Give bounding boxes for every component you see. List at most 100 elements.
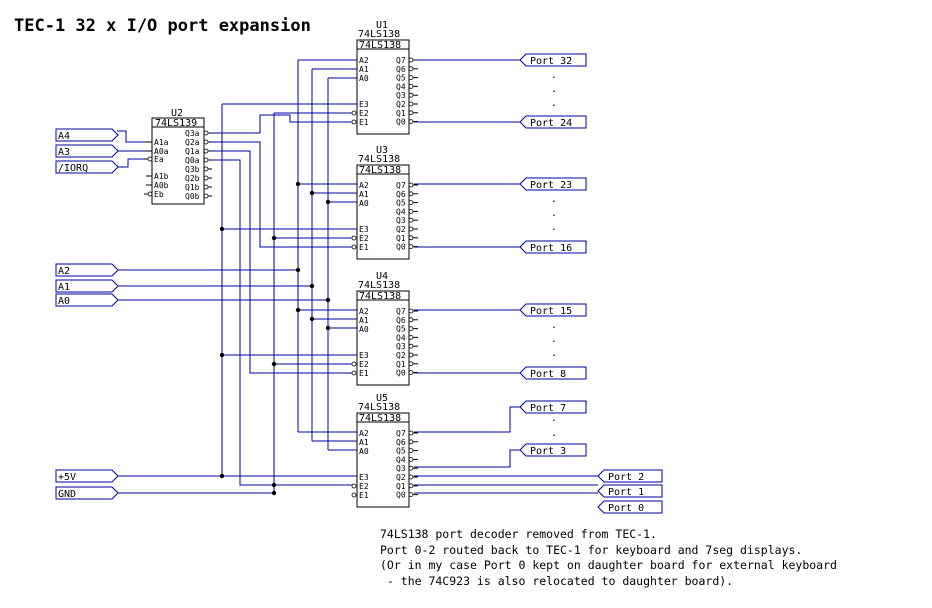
net-tag: [55, 263, 119, 277]
pin-bubble: [408, 119, 414, 124]
chip-ref: U1: [376, 20, 388, 31]
u2-chip: U2 74LS139 A1aA0aEaA1bA0bEbQ3aQ2aQ1aQ0aQ…: [144, 108, 212, 205]
pin-bubble: [408, 430, 414, 436]
ellipsis-dot: .: [551, 70, 557, 81]
port-tag: Port 24: [519, 115, 587, 129]
input-5v: +5V: [55, 469, 119, 483]
u2-out-bubble: [203, 130, 209, 136]
port-name: Port 8: [530, 369, 566, 380]
net-tag: [55, 486, 119, 500]
port-tag-shape: [519, 115, 587, 129]
port-name: Port 7: [530, 403, 566, 414]
pin-q2: Q2: [396, 473, 406, 482]
net-tag: [55, 293, 119, 307]
notes-block: 74LS138 port decoder removed from TEC-1.…: [380, 527, 837, 588]
chip-part: 74LS138: [359, 413, 401, 424]
u2-pin-q1a: Q1a: [185, 147, 200, 156]
note-line-4: - the 74C923 is also relocated to daught…: [380, 574, 733, 588]
pin-a1: A1: [359, 438, 369, 447]
pin-e3: E3: [359, 225, 369, 234]
port-tag: Port 15: [519, 303, 587, 317]
ellipsis-dot: .: [551, 194, 557, 205]
u2-pin-q1b: Q1b: [185, 183, 200, 192]
pin-bubble: [351, 244, 357, 250]
input-gnd: GND: [55, 486, 119, 500]
pin-bubble: [408, 465, 414, 471]
ellipsis-dot: .: [551, 222, 557, 233]
note-line-3: (Or in my case Port 0 kept on daughter b…: [380, 558, 837, 572]
pin-q2: Q2: [396, 225, 406, 234]
chip-part-label: 74LS138: [358, 402, 400, 413]
port-tag: Port 32: [519, 53, 587, 67]
pin-e2: E2: [359, 482, 369, 491]
port-tag-shape: [519, 400, 587, 414]
pin-bubble: [351, 370, 357, 376]
ellipsis-dot: .: [551, 320, 557, 331]
port-labels: Port 32 Port 24... Port 23 Port 16... Port 1…: [519, 53, 663, 514]
pin-q6: Q6: [396, 438, 406, 447]
pin-bubble: [408, 226, 414, 232]
pin-bubble: [408, 235, 414, 241]
port-tag: Port 2: [597, 469, 663, 483]
port-tag: Port 23: [519, 177, 587, 191]
chip-part-label: 74LS138: [358, 154, 400, 165]
pin-q3: Q3: [396, 464, 406, 473]
port-name: Port 32: [530, 56, 572, 67]
pin-q2: Q2: [396, 351, 406, 360]
pin-q1: Q1: [396, 482, 406, 491]
pin-a1: A1: [359, 65, 369, 74]
net-tag: [55, 469, 119, 483]
pin-e1: E1: [359, 369, 369, 378]
pin-q0: Q0: [396, 369, 406, 378]
pin-bubble: [408, 334, 414, 340]
ellipsis-dot: .: [551, 334, 557, 345]
net-tag: [55, 279, 119, 293]
pin-q4: Q4: [396, 455, 406, 464]
port-tag: Port 0: [597, 500, 663, 514]
pin-bubble: [408, 448, 414, 454]
chip-part: 74LS138: [359, 40, 401, 51]
pin-bubble: [408, 370, 414, 376]
pin-q7: Q7: [396, 429, 406, 438]
pin-bubble: [408, 57, 414, 63]
pin-bubble: [351, 361, 357, 367]
input-a1: A1: [55, 279, 119, 293]
port-name: Port 16: [530, 243, 572, 254]
page-title: TEC-1 32 x I/O port expansion: [14, 16, 311, 36]
pin-bubble: [408, 101, 414, 107]
pin-q5: Q5: [396, 74, 406, 83]
port-tag-shape: [519, 366, 587, 380]
u2-out-bubble: [203, 175, 209, 181]
pin-bubble: [408, 474, 414, 480]
net-name: A4: [58, 131, 70, 142]
u2-out-bubble: [203, 184, 209, 190]
u2-pin-q3b: Q3b: [185, 165, 200, 174]
chip-part-label: 74LS138: [358, 29, 400, 40]
u2-pin-a1b: A1b: [154, 172, 169, 181]
pin-bubble: [408, 84, 414, 89]
chip-body: [356, 39, 410, 135]
pin-q3: Q3: [396, 216, 406, 225]
u2-out-bubble: [203, 193, 209, 199]
pin-bubble: [408, 75, 414, 80]
input-a4: A4: [55, 128, 119, 142]
pin-bubble: [408, 343, 414, 349]
u2-pin-q3a: Q3a: [185, 129, 200, 138]
pin-q4: Q4: [396, 333, 406, 342]
pin-bubble: [408, 439, 414, 445]
pin-q7: Q7: [396, 181, 406, 190]
u2-out-bubble: [203, 157, 209, 163]
port-tag-shape: [519, 240, 587, 254]
chip-part-label: 74LS138: [358, 280, 400, 291]
pin-q0: Q0: [396, 243, 406, 252]
net-tag: [55, 144, 119, 158]
pin-e3: E3: [359, 351, 369, 360]
pin-bubble: [408, 208, 414, 214]
pin-bubble: [408, 66, 414, 72]
u2-out-bubble: [203, 166, 209, 172]
port-tag: Port 3: [519, 443, 587, 457]
ellipsis-dot: .: [551, 84, 557, 95]
port-tag-shape: [597, 500, 663, 514]
